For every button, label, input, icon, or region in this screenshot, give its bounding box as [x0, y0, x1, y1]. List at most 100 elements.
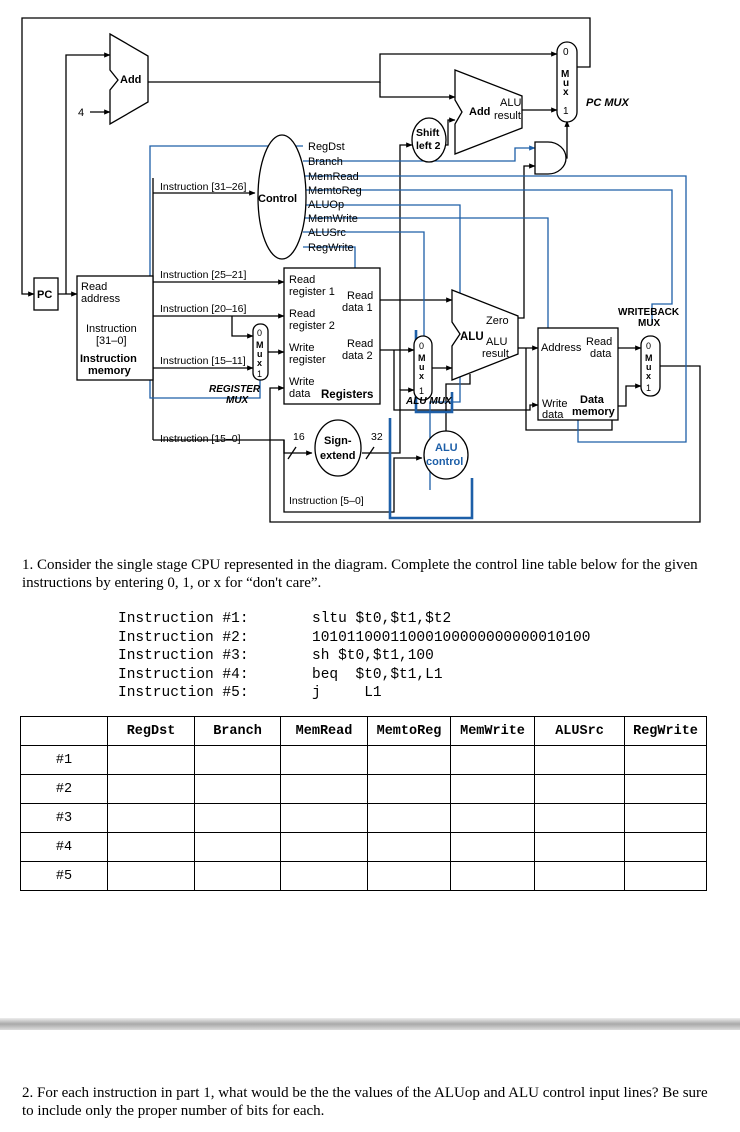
- table-header-memread: MemRead: [280, 716, 368, 746]
- table-header-memwrite: MemWrite: [450, 716, 535, 746]
- control-signal-memwrite: MemWrite: [308, 213, 358, 225]
- table-cell[interactable]: [367, 745, 451, 775]
- table-cell[interactable]: [450, 774, 535, 804]
- table-cell[interactable]: [107, 861, 195, 891]
- table-cell[interactable]: [534, 832, 625, 862]
- table-cell[interactable]: [194, 745, 281, 775]
- table-cell[interactable]: [450, 861, 535, 891]
- rf-write-data-a: Write: [289, 376, 314, 388]
- table-cell[interactable]: [107, 832, 195, 862]
- branch-adder-add: Add: [469, 106, 490, 118]
- im-instruction: Instruction: [86, 323, 137, 335]
- table-row: #5: [20, 861, 707, 891]
- table-cell[interactable]: [280, 832, 368, 862]
- rf-read-data1-b: data 1: [342, 302, 373, 314]
- table-cell[interactable]: [107, 774, 195, 804]
- register-mux: [252, 323, 269, 381]
- table-cell[interactable]: [280, 861, 368, 891]
- pc-mux-m: M: [561, 69, 569, 80]
- table-cell[interactable]: [107, 803, 195, 833]
- aluop-highlight-wire: [388, 418, 474, 520]
- table-cell[interactable]: [534, 861, 625, 891]
- instruction-row: Instruction #5:j L1: [118, 684, 590, 703]
- table-cell[interactable]: [367, 774, 451, 804]
- im-title-1: Instruction: [80, 353, 137, 365]
- control-signal-alusrc: ALUSrc: [308, 227, 346, 239]
- im-range: [31–0]: [96, 335, 127, 347]
- row-label: #5: [20, 861, 108, 891]
- writeback-mux: [640, 335, 661, 397]
- rf-write-reg-a: Write: [289, 342, 314, 354]
- rf-write-reg-b: register: [289, 354, 326, 366]
- instruction-code: beq $t0,$t1,L1: [312, 666, 443, 683]
- sign-extend-label-2: extend: [320, 450, 355, 462]
- wb-mux-u: u: [646, 362, 652, 372]
- table-cell[interactable]: [450, 832, 535, 862]
- table-cell[interactable]: [194, 774, 281, 804]
- rf-read-reg2-b: register 2: [289, 320, 335, 332]
- pc-mux-u: u: [563, 78, 569, 89]
- control-wires: [149, 145, 687, 490]
- table-row: #1: [20, 745, 707, 775]
- pc-register: [33, 277, 59, 311]
- rf-read-data2-a: Read: [347, 338, 373, 350]
- instr-25-21: Instruction [25–21]: [160, 269, 246, 281]
- table-header-alusrc: ALUSrc: [534, 716, 625, 746]
- dm-write-2: data: [542, 409, 564, 421]
- reg-mux-0: 0: [257, 328, 262, 338]
- instruction-row: Instruction #1:sltu $t0,$t1,$t2: [118, 610, 590, 629]
- table-cell[interactable]: [534, 803, 625, 833]
- register-file: [283, 267, 381, 405]
- alu-zero: Zero: [486, 315, 509, 327]
- table-cell[interactable]: [450, 803, 535, 833]
- pc-mux-label: PC MUX: [586, 97, 629, 109]
- table-header-row: RegDst Branch MemRead MemtoReg MemWrite …: [20, 716, 707, 746]
- instruction-row: Instruction #3:sh $t0,$t1,100: [118, 647, 590, 666]
- bits-16: 16: [293, 431, 305, 443]
- dm-read-1: Read: [586, 336, 612, 348]
- branch-adder-result: result: [494, 110, 521, 122]
- table-cell[interactable]: [280, 774, 368, 804]
- table-cell[interactable]: [534, 774, 625, 804]
- instruction-list: Instruction #1:sltu $t0,$t1,$t2 Instruct…: [118, 610, 590, 703]
- instruction-code: 10101100011000100000000000010100: [312, 629, 591, 646]
- instruction-code: sltu $t0,$t1,$t2: [312, 611, 452, 628]
- table-cell[interactable]: [450, 745, 535, 775]
- table-cell[interactable]: [280, 745, 368, 775]
- table-cell[interactable]: [534, 745, 625, 775]
- pc-mux-1: 1: [563, 106, 569, 117]
- wb-mux-label-2: MUX: [638, 318, 661, 329]
- control-signal-regwrite: RegWrite: [308, 242, 354, 254]
- shift-label-2: left 2: [416, 140, 441, 152]
- control-signal-memread: MemRead: [308, 171, 359, 183]
- alu-mux-label: ALU MUX: [405, 396, 453, 407]
- dm-title-2: memory: [572, 406, 616, 418]
- table-cell[interactable]: [624, 861, 707, 891]
- table-row: #2: [20, 774, 707, 804]
- alu-mux-1: 1: [419, 386, 424, 396]
- table-cell[interactable]: [367, 832, 451, 862]
- wb-mux-x: x: [646, 371, 651, 381]
- table-cell[interactable]: [194, 803, 281, 833]
- dm-write-1: Write: [542, 398, 567, 410]
- alu-mux-0: 0: [419, 341, 424, 351]
- table-cell[interactable]: [624, 832, 707, 862]
- table-cell[interactable]: [367, 861, 451, 891]
- instruction-label: Instruction #5:: [118, 685, 249, 702]
- shift-label-1: Shift: [416, 127, 440, 139]
- im-title-2: memory: [88, 365, 132, 377]
- im-address: address: [81, 293, 121, 305]
- table-cell[interactable]: [624, 774, 707, 804]
- sign-extend: [314, 419, 362, 477]
- table-cell[interactable]: [107, 745, 195, 775]
- table-cell[interactable]: [367, 803, 451, 833]
- reg-mux-label-1: REGISTER: [209, 384, 261, 395]
- table-cell[interactable]: [280, 803, 368, 833]
- control-line-table: RegDst Branch MemRead MemtoReg MemWrite …: [20, 716, 707, 891]
- table-cell[interactable]: [194, 861, 281, 891]
- table-cell[interactable]: [624, 803, 707, 833]
- wb-mux-m: M: [645, 353, 653, 363]
- row-label: #2: [20, 774, 108, 804]
- table-cell[interactable]: [194, 832, 281, 862]
- table-cell[interactable]: [624, 745, 707, 775]
